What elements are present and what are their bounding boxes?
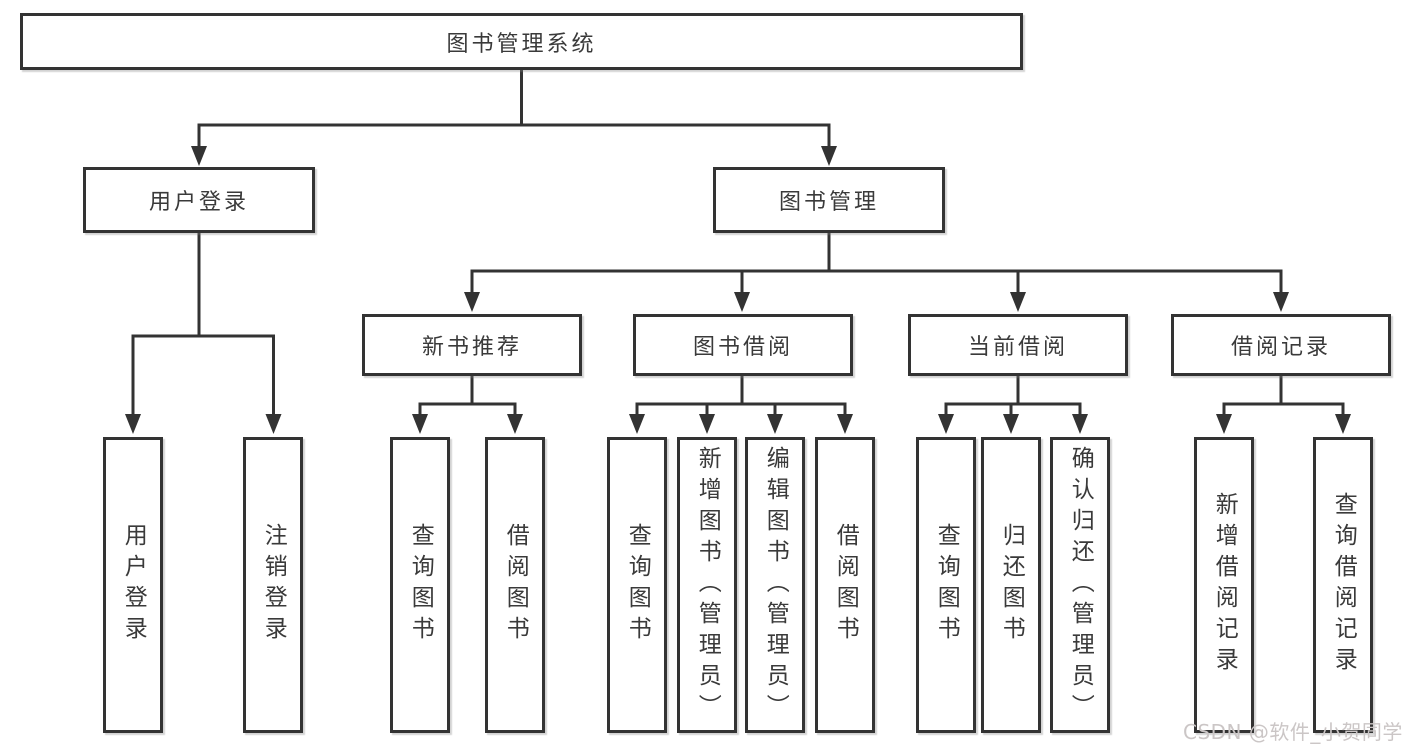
leaf-query-books-recommend: 查询图书 xyxy=(390,437,450,733)
leaf-edit-book-admin: 编辑图书（管理员） xyxy=(745,437,805,733)
leaf-borrow-books-borrowing: 借阅图书 xyxy=(815,437,875,733)
leaf-query-books-current: 查询图书 xyxy=(916,437,976,733)
node-borrowing-records: 借阅记录 xyxy=(1171,314,1391,376)
node-book-management: 图书管理 xyxy=(713,167,945,233)
leaf-add-book-admin: 新增图书（管理员） xyxy=(677,437,737,733)
leaf-query-books-borrowing: 查询图书 xyxy=(607,437,667,733)
node-new-book-recommendation: 新书推荐 xyxy=(362,314,582,376)
leaf-add-borrow-record: 新增借阅记录 xyxy=(1194,437,1254,733)
node-book-borrowing: 图书借阅 xyxy=(633,314,853,376)
leaf-return-book: 归还图书 xyxy=(981,437,1041,733)
leaf-confirm-return-admin: 确认归还（管理员） xyxy=(1050,437,1110,733)
leaf-logout: 注销登录 xyxy=(243,437,303,733)
arrowheads xyxy=(125,146,1351,434)
node-library-system: 图书管理系统 xyxy=(20,13,1023,70)
node-user-login: 用户登录 xyxy=(83,167,315,233)
csdn-watermark: CSDN @软件_小贺同学 xyxy=(1183,720,1403,744)
leaf-user-login: 用户登录 xyxy=(103,437,163,733)
leaf-query-borrow-record: 查询借阅记录 xyxy=(1313,437,1373,733)
node-current-borrowing: 当前借阅 xyxy=(908,314,1128,376)
leaf-borrow-books-recommend: 借阅图书 xyxy=(485,437,545,733)
